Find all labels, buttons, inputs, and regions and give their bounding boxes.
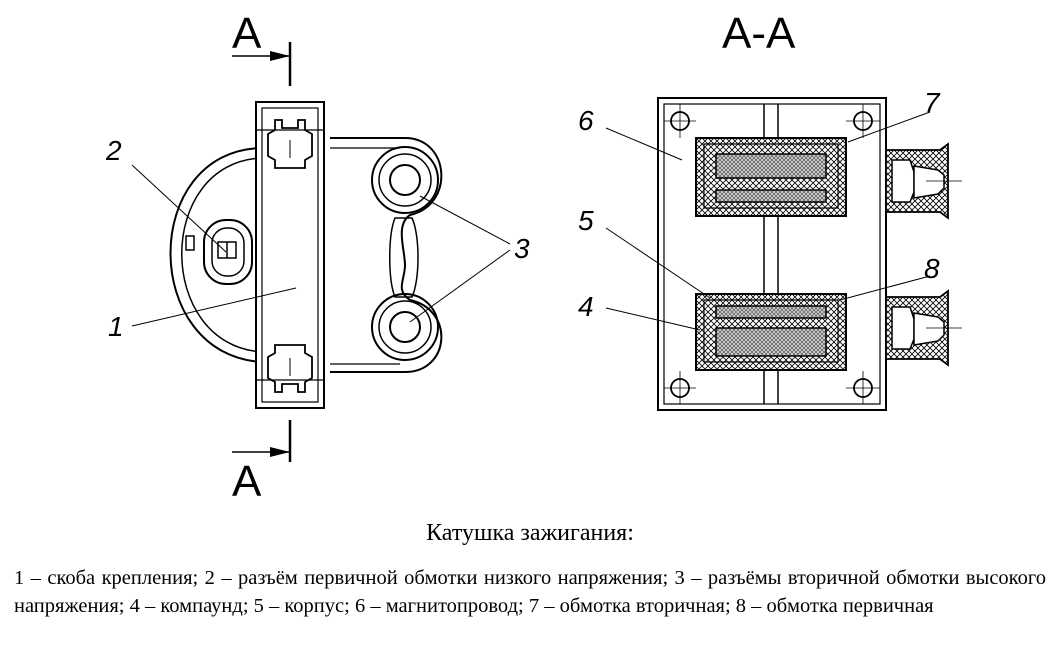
coil-side-view	[131, 42, 511, 462]
leader-4	[605, 307, 701, 331]
callout-3: 3	[514, 233, 530, 264]
leader-1	[131, 287, 297, 327]
callout-7: 7	[924, 87, 941, 118]
coil-section-view	[605, 97, 962, 411]
mounting-bracket	[255, 101, 325, 409]
section-housing	[657, 97, 887, 411]
ignition-coil-drawing: A A A-A 1 2 3 4 5 6 7 8	[105, 9, 962, 506]
winding-block-upper	[695, 137, 847, 217]
callout-8: 8	[924, 253, 940, 284]
winding-block-lower	[695, 293, 847, 371]
hv-terminal-bottom	[371, 293, 439, 361]
leader-8	[839, 275, 931, 301]
leader-6	[605, 127, 683, 161]
housing-arc	[169, 147, 263, 363]
corner-hole-tl	[664, 104, 696, 138]
hv-nozzle-upper	[885, 142, 962, 220]
section-title: A-A	[722, 9, 796, 58]
corner-hole-br	[846, 371, 880, 404]
leader-7	[847, 111, 931, 143]
callout-6: 6	[578, 105, 594, 136]
section-letter-bottom: A	[232, 457, 262, 506]
leader-5	[605, 227, 711, 299]
callout-5: 5	[578, 205, 594, 236]
leader-3a	[419, 195, 511, 245]
secondary-body	[330, 137, 443, 373]
corner-hole-tr	[846, 104, 880, 138]
section-letter-top: A	[232, 9, 262, 58]
corner-hole-bl	[664, 371, 696, 404]
figure-caption: Катушка зажигания:	[426, 520, 634, 546]
leader-2	[131, 164, 227, 253]
leader-3b	[409, 249, 511, 323]
callout-2: 2	[105, 135, 122, 166]
figure-legend: 1 – скоба крепления; 2 – разъём первично…	[14, 567, 1046, 617]
hv-terminal-top	[371, 146, 439, 214]
primary-connector	[203, 219, 253, 285]
hv-nozzle-lower	[885, 289, 962, 367]
callout-4: 4	[578, 291, 594, 322]
callout-1: 1	[108, 311, 124, 342]
